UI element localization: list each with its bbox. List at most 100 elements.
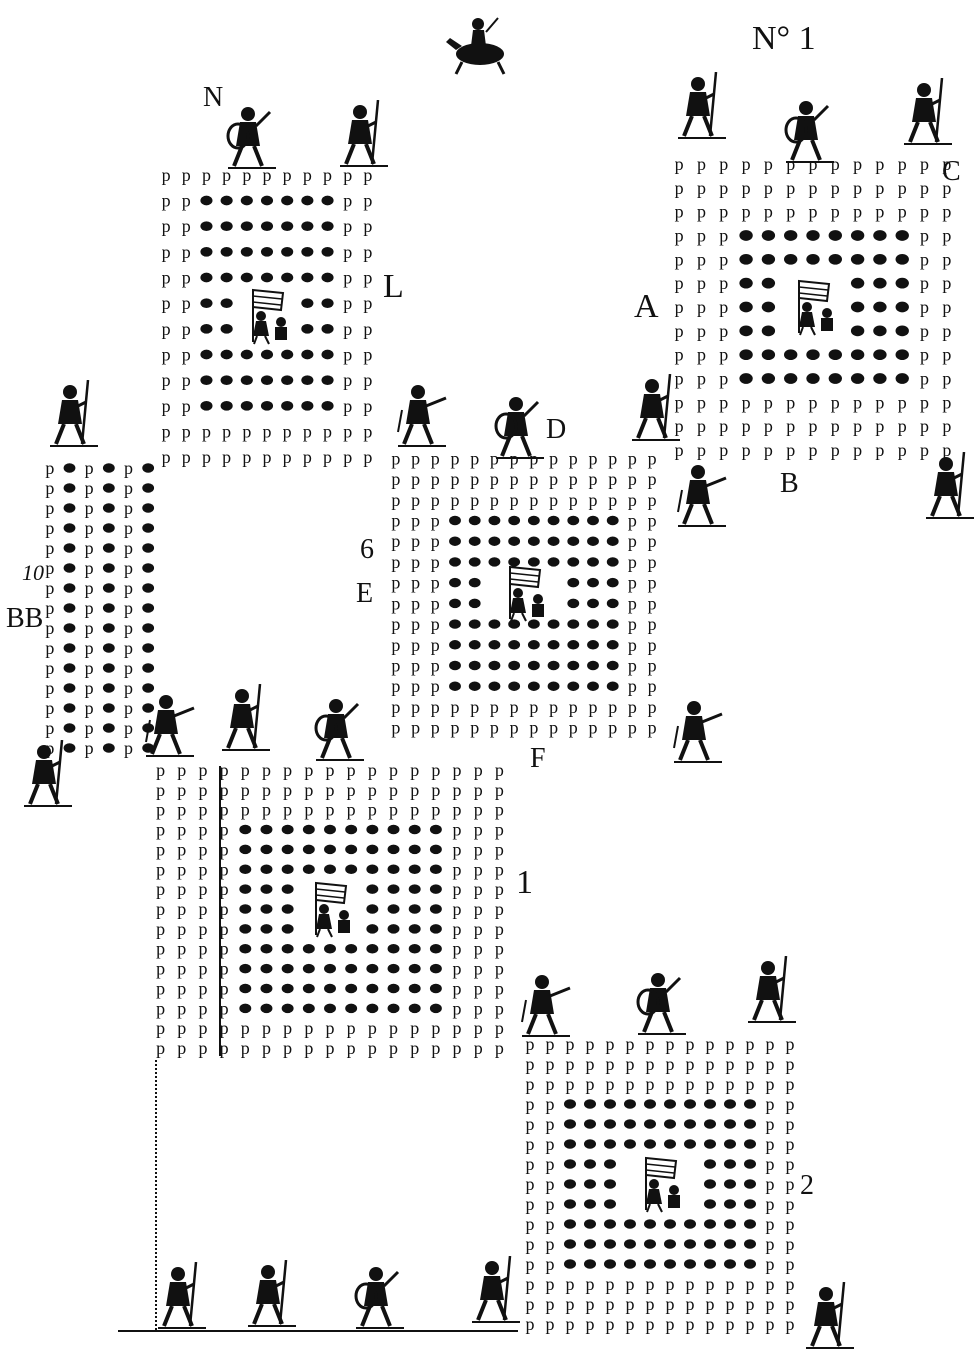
pike-mark: p <box>177 879 186 899</box>
pike-mark: p <box>526 1094 535 1114</box>
pike-mark: p <box>198 859 207 879</box>
drummer-icon <box>310 694 368 764</box>
pike-mark: p <box>606 1034 615 1054</box>
pike-mark: p <box>526 1074 535 1094</box>
musket-dot <box>282 845 294 855</box>
pike-mark: p <box>431 1038 440 1058</box>
musket-dot <box>548 681 560 690</box>
pike-mark: p <box>942 154 951 174</box>
pike-mark: p <box>391 697 400 717</box>
pike-mark: p <box>202 447 211 467</box>
musket-dot <box>239 944 251 954</box>
pike-mark: p <box>177 820 186 840</box>
pike-mark: p <box>648 656 657 676</box>
musket-dot <box>64 623 76 632</box>
pike-mark: p <box>45 478 54 498</box>
pike-mark: p <box>474 899 483 919</box>
musket-dot <box>548 661 560 670</box>
musket-dot <box>851 325 864 336</box>
pike-mark: p <box>942 178 951 198</box>
pike-mark: p <box>411 469 420 489</box>
pike-mark: p <box>124 478 133 498</box>
label-n: N <box>203 84 223 112</box>
pike-mark: p <box>809 202 818 222</box>
musket-dot <box>303 845 315 855</box>
musket-dot <box>567 640 579 649</box>
musket-dot <box>469 516 481 525</box>
pike-mark: p <box>391 448 400 468</box>
pike-mark: p <box>363 345 372 365</box>
musket-dot <box>564 1099 576 1109</box>
musket-dot <box>282 904 294 914</box>
pike-mark: p <box>648 511 657 531</box>
pike-mark: p <box>85 678 94 698</box>
pike-mark: p <box>675 225 684 245</box>
pike-mark: p <box>453 760 462 780</box>
pike-mark: p <box>586 1034 595 1054</box>
pike-mark: p <box>626 1314 635 1334</box>
pike-mark: p <box>474 839 483 859</box>
pike-mark: p <box>490 697 499 717</box>
musket-dot <box>851 278 864 289</box>
pike-mark: p <box>343 396 352 416</box>
pike-mark: p <box>831 392 840 412</box>
pike-mark: p <box>431 593 440 613</box>
pike-mark: p <box>706 1314 715 1334</box>
pike-mark: p <box>898 202 907 222</box>
pike-mark: p <box>786 1174 795 1194</box>
musket-dot <box>103 543 115 552</box>
pike-mark: p <box>124 638 133 658</box>
musket-dot <box>724 1239 736 1249</box>
label-f: F <box>530 745 546 773</box>
pike-mark: p <box>177 800 186 820</box>
musket-dot <box>324 1004 336 1014</box>
pike-mark: p <box>920 202 929 222</box>
pike-mark: p <box>347 780 356 800</box>
pike-mark: p <box>628 697 637 717</box>
musket-dot <box>587 557 599 566</box>
pike-mark: p <box>391 552 400 572</box>
pike-mark: p <box>198 780 207 800</box>
pike-mark: p <box>323 165 332 185</box>
pike-mark: p <box>124 678 133 698</box>
musket-dot <box>607 536 619 545</box>
pike-mark: p <box>666 1314 675 1334</box>
pike-mark: p <box>182 242 191 262</box>
musket-dot <box>607 578 619 587</box>
musket-dot <box>584 1099 596 1109</box>
pike-mark: p <box>124 718 133 738</box>
pike-mark: p <box>549 448 558 468</box>
pike-mark: p <box>764 202 773 222</box>
pike-mark: p <box>764 416 773 436</box>
musket-dot <box>873 325 886 336</box>
pike-mark: p <box>898 392 907 412</box>
pike-mark: p <box>566 1274 575 1294</box>
pike-mark: p <box>451 718 460 738</box>
musket-dot <box>873 302 886 313</box>
pikeman-icon <box>672 72 730 142</box>
musket-dot <box>567 661 579 670</box>
pike-mark: p <box>453 839 462 859</box>
musket-dot <box>508 661 520 670</box>
musket-dot <box>321 247 333 257</box>
flag-bearer-icon <box>799 281 833 335</box>
pike-mark: p <box>263 422 272 442</box>
musket-dot <box>142 503 154 512</box>
pike-mark: p <box>391 573 400 593</box>
musket-dot <box>784 373 797 384</box>
pike-mark: p <box>646 1274 655 1294</box>
pike-mark: p <box>586 1314 595 1334</box>
label-one: 1 <box>516 866 533 900</box>
pike-mark: p <box>746 1314 755 1334</box>
pike-mark: p <box>391 635 400 655</box>
musket-dot <box>388 845 400 855</box>
musket-dot <box>508 536 520 545</box>
pike-mark: p <box>675 321 684 341</box>
musket-dot <box>704 1239 716 1249</box>
musket-dot <box>103 603 115 612</box>
pike-mark: p <box>648 490 657 510</box>
musket-dot <box>851 230 864 241</box>
musket-dot <box>261 350 273 360</box>
musket-dot <box>624 1239 636 1249</box>
pike-mark: p <box>470 718 479 738</box>
